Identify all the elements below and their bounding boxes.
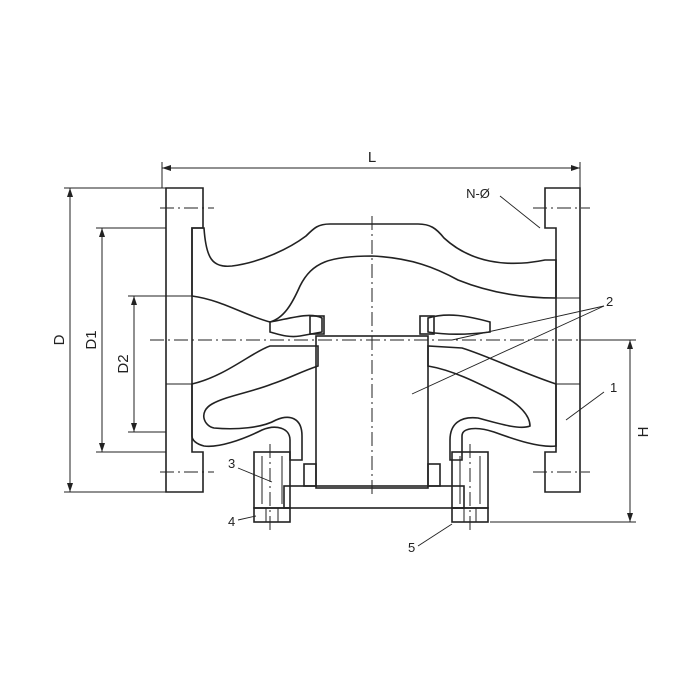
valve-body (165, 187, 581, 493)
gasket-right (427, 463, 441, 487)
leader-part-1 (565, 391, 605, 421)
bottom-cover-plate (283, 485, 465, 509)
bonnet-neck-left (309, 315, 325, 335)
seat-ledge-right (427, 314, 491, 336)
leader-part-4 (237, 515, 257, 521)
leader-part-2 (411, 305, 605, 395)
bonnet-neck-right (419, 315, 435, 335)
label-part-4: 4 (228, 514, 235, 529)
left-flange (165, 187, 204, 493)
label-part-1: 1 (610, 380, 617, 395)
label-part-5: 5 (408, 540, 415, 555)
leader-part-3 (237, 467, 273, 483)
dimension-lines (64, 162, 636, 523)
label-n-hole: N-Ø (466, 186, 490, 201)
label-d: D (51, 334, 68, 345)
leader-n-hole (499, 195, 541, 229)
bottom-cover-assembly (253, 451, 489, 523)
label-h: H (635, 427, 652, 438)
lower-left-body-wall (191, 345, 319, 461)
leader-lines (237, 195, 605, 547)
leader-part-5 (417, 523, 453, 547)
flange-bore-lines (166, 295, 580, 385)
right-flange (544, 187, 581, 493)
label-part-3: 3 (228, 456, 235, 471)
label-part-2: 2 (606, 294, 613, 309)
label-d1: D1 (83, 330, 100, 349)
lower-right-body-wall (427, 345, 557, 461)
center-lines (150, 207, 600, 532)
upper-body-wall (191, 223, 557, 323)
leader-part-2-b (451, 305, 605, 341)
label-d2: D2 (115, 354, 132, 373)
left-nut (253, 507, 291, 523)
gasket-left (303, 463, 317, 487)
label-l: L (368, 149, 376, 166)
